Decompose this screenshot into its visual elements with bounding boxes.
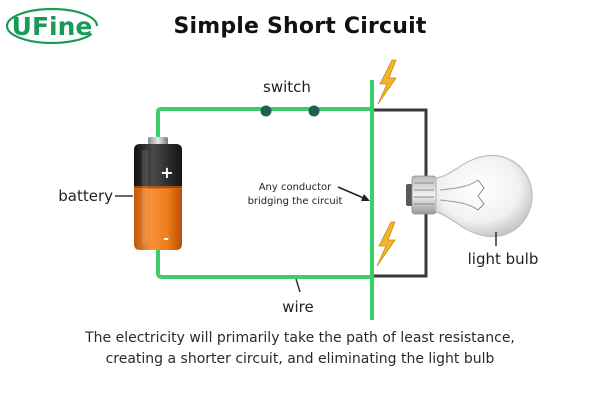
caption-line-2: creating a shorter circuit, and eliminat…	[105, 351, 495, 367]
caption: The electricity will primarily take the …	[40, 328, 560, 370]
battery-minus-label: -	[163, 231, 169, 247]
caption-line-1: The electricity will primarily take the …	[85, 330, 515, 346]
wire-pointer	[295, 278, 301, 293]
spark-bottom-icon	[376, 221, 396, 267]
light-bulb-icon	[406, 154, 533, 238]
wire-label: wire	[282, 298, 314, 316]
switch-label: switch	[263, 78, 311, 96]
spark-top-icon	[377, 59, 397, 105]
battery-icon: + -	[134, 137, 182, 250]
light-bulb-label: light bulb	[468, 250, 539, 268]
circuit-wire	[156, 107, 372, 279]
logo-text: UFine	[12, 12, 93, 41]
switch-contact-left	[260, 105, 272, 117]
page-title: Simple Short Circuit	[173, 14, 427, 39]
conductor-label-line1: Any conductor	[259, 182, 332, 193]
battery-plus-label: +	[160, 163, 173, 182]
conductor-label-line2: bridging the circuit	[248, 196, 343, 207]
bulb-wire	[372, 108, 428, 278]
conductor-arrow	[337, 186, 370, 201]
ufine-logo: UFine	[2, 4, 102, 48]
switch-contact-right	[308, 105, 320, 117]
battery-label: battery	[58, 187, 113, 205]
